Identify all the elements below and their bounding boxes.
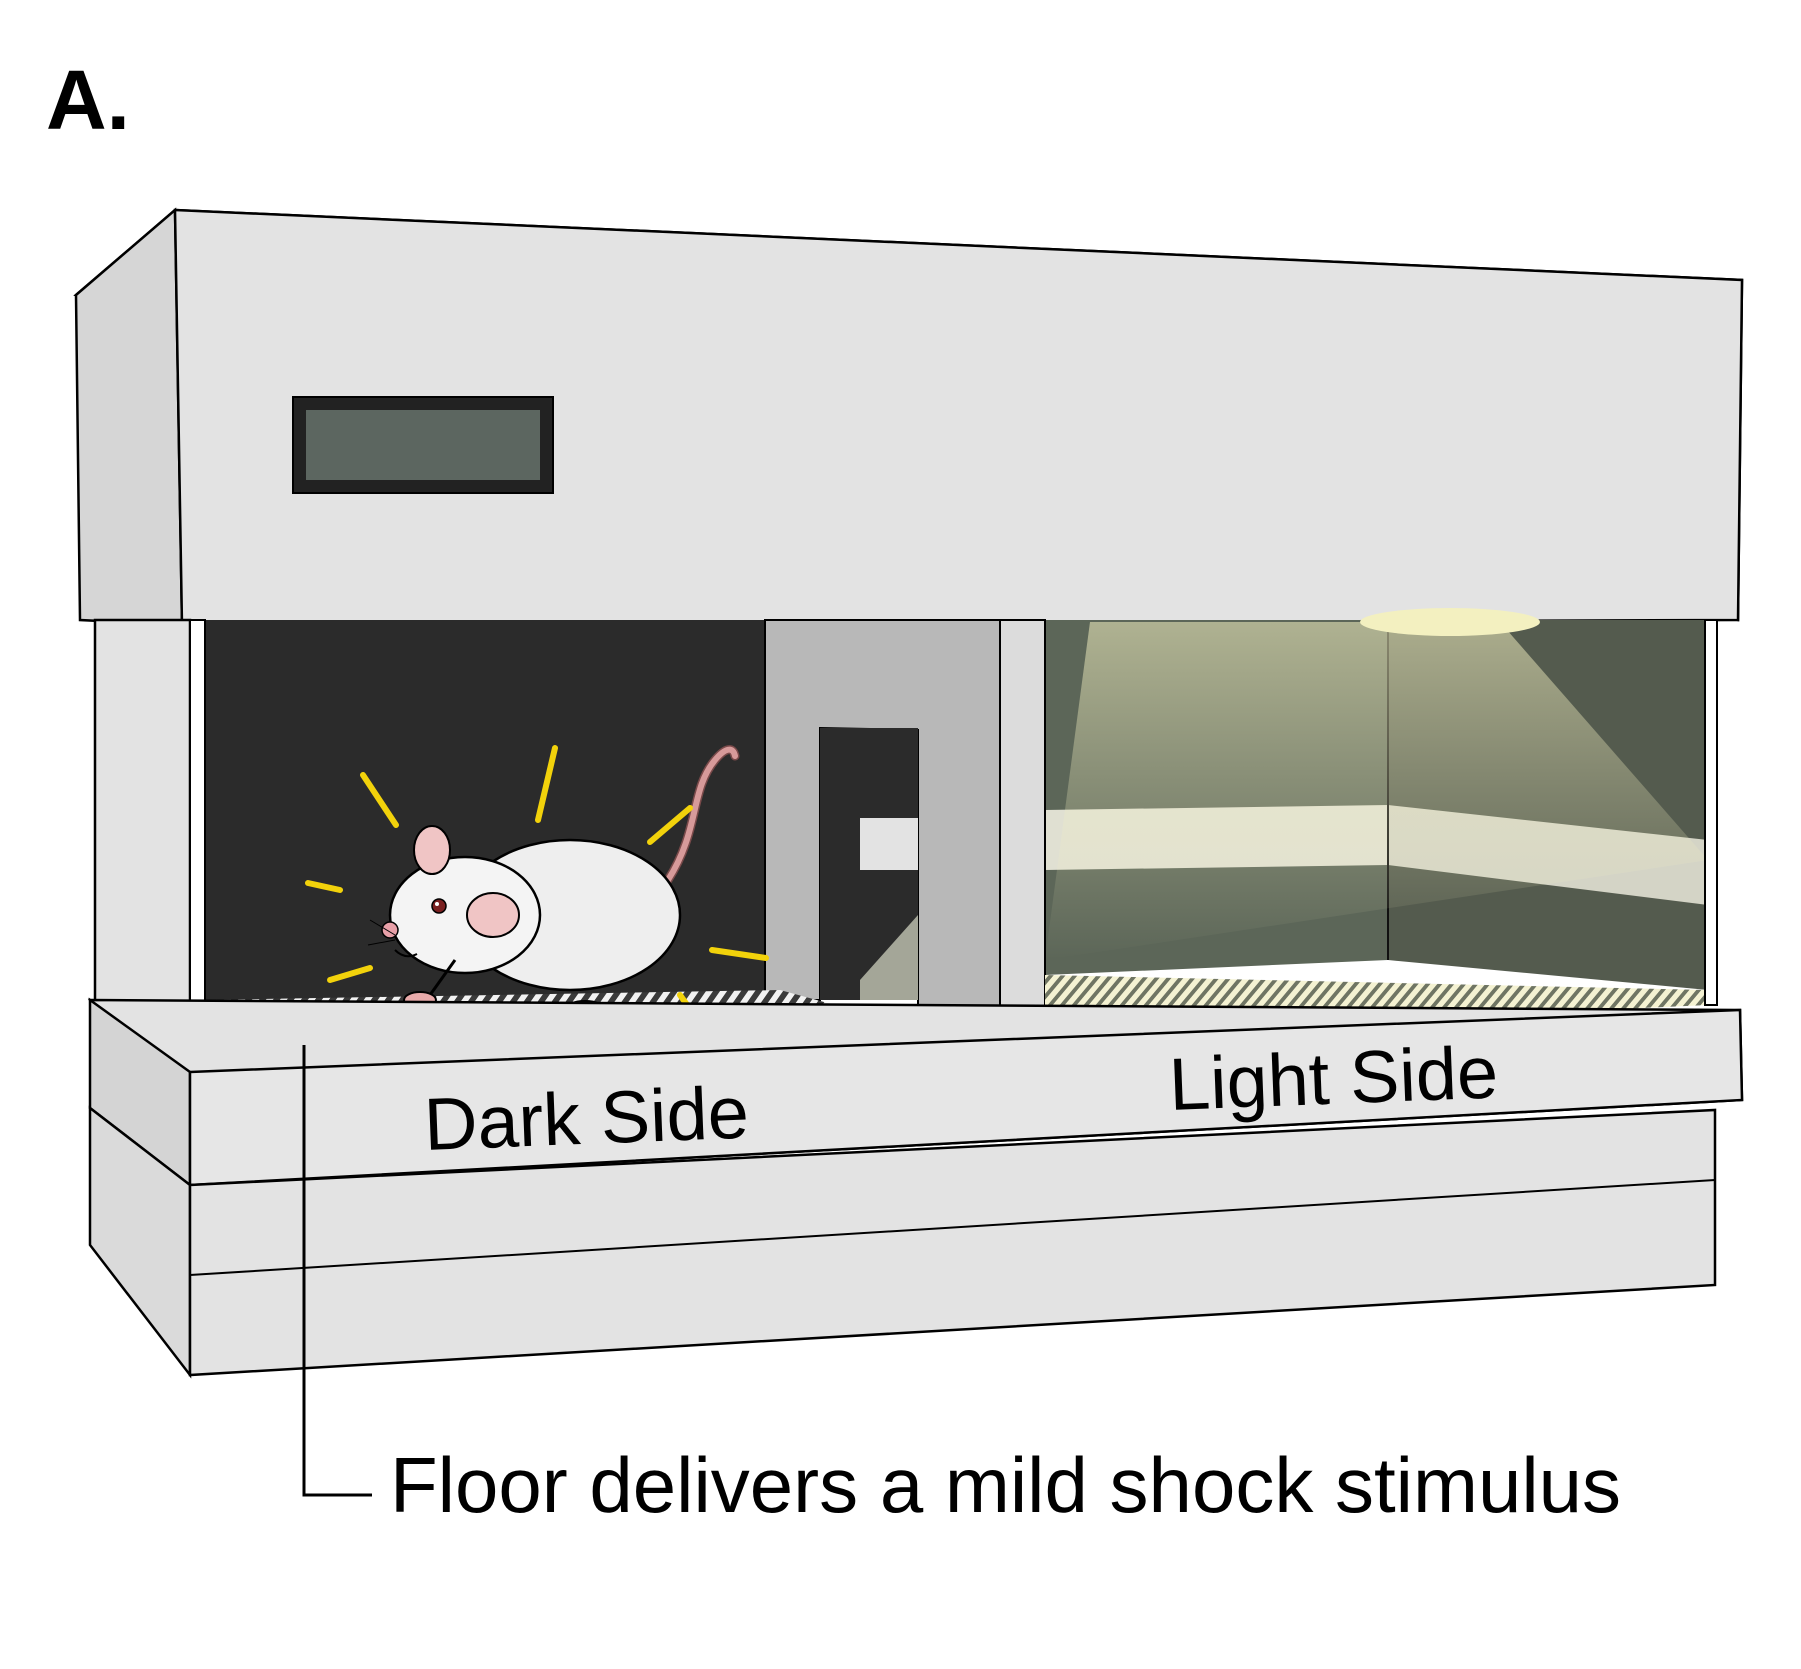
rat-illustration: [367, 745, 740, 1030]
partition-wall: [764, 619, 1046, 1040]
floor-callout-text: Floor delivers a mild shock stimulus: [390, 1441, 1622, 1529]
side-posts: [93, 618, 1718, 1068]
dark-side-label: Dark Side: [422, 1071, 750, 1166]
base-housing: [87, 997, 1744, 1379]
top-housing: [73, 207, 1744, 627]
panel-label: A.: [46, 53, 130, 147]
light-chamber: [1045, 608, 1708, 990]
light-side-label: Light Side: [1167, 1030, 1499, 1126]
floor-callout-leader: [302, 1045, 372, 1497]
